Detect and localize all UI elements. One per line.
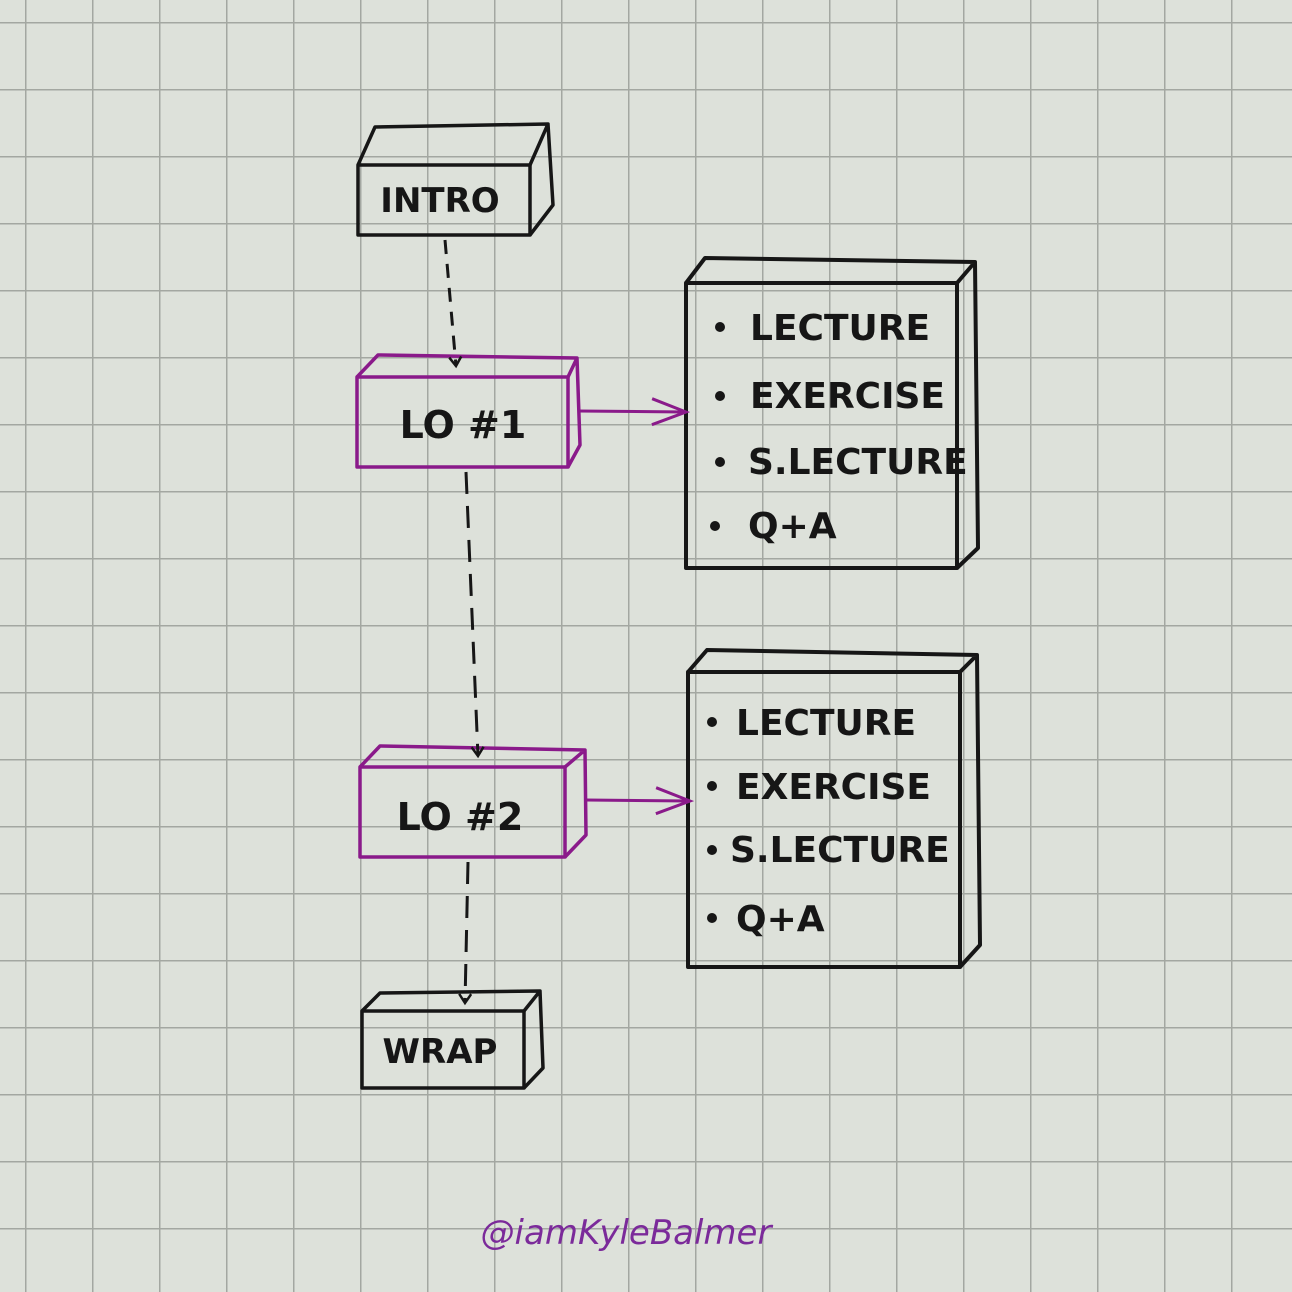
activity-list-2: LECTURE EXERCISE S.LECTURE Q+A xyxy=(707,703,950,940)
list-item: S.LECTURE xyxy=(748,442,968,483)
dashed-arrow-lo2-to-wrap xyxy=(465,861,468,1003)
wrap-box xyxy=(360,989,545,1090)
list-item: EXERCISE xyxy=(736,767,931,808)
intro-label: INTRO xyxy=(380,181,499,221)
dashed-arrow-lo1-to-lo2 xyxy=(464,471,478,756)
lo1-label: LO #1 xyxy=(400,403,527,447)
list-item: S.LECTURE xyxy=(730,830,950,871)
activity-list-1: LECTURE EXERCISE S.LECTURE Q+A xyxy=(710,308,968,547)
intro-box xyxy=(356,122,555,237)
list-item: LECTURE xyxy=(736,703,916,744)
dashed-arrow-intro-to-lo1 xyxy=(443,239,456,366)
list-item: Q+A xyxy=(736,899,825,940)
lo1-box xyxy=(355,353,582,469)
wrap-label: WRAP xyxy=(383,1032,498,1072)
arrow-lo1-to-list xyxy=(577,411,686,412)
lo2-label: LO #2 xyxy=(397,795,524,839)
list-item: LECTURE xyxy=(750,308,930,349)
arrow-lo2-to-list xyxy=(585,800,690,801)
list-item: Q+A xyxy=(748,506,837,547)
list-item: EXERCISE xyxy=(750,376,945,417)
activity-list-box-2 xyxy=(686,648,982,969)
author-signature: @iamKyleBalmer xyxy=(481,1213,774,1253)
